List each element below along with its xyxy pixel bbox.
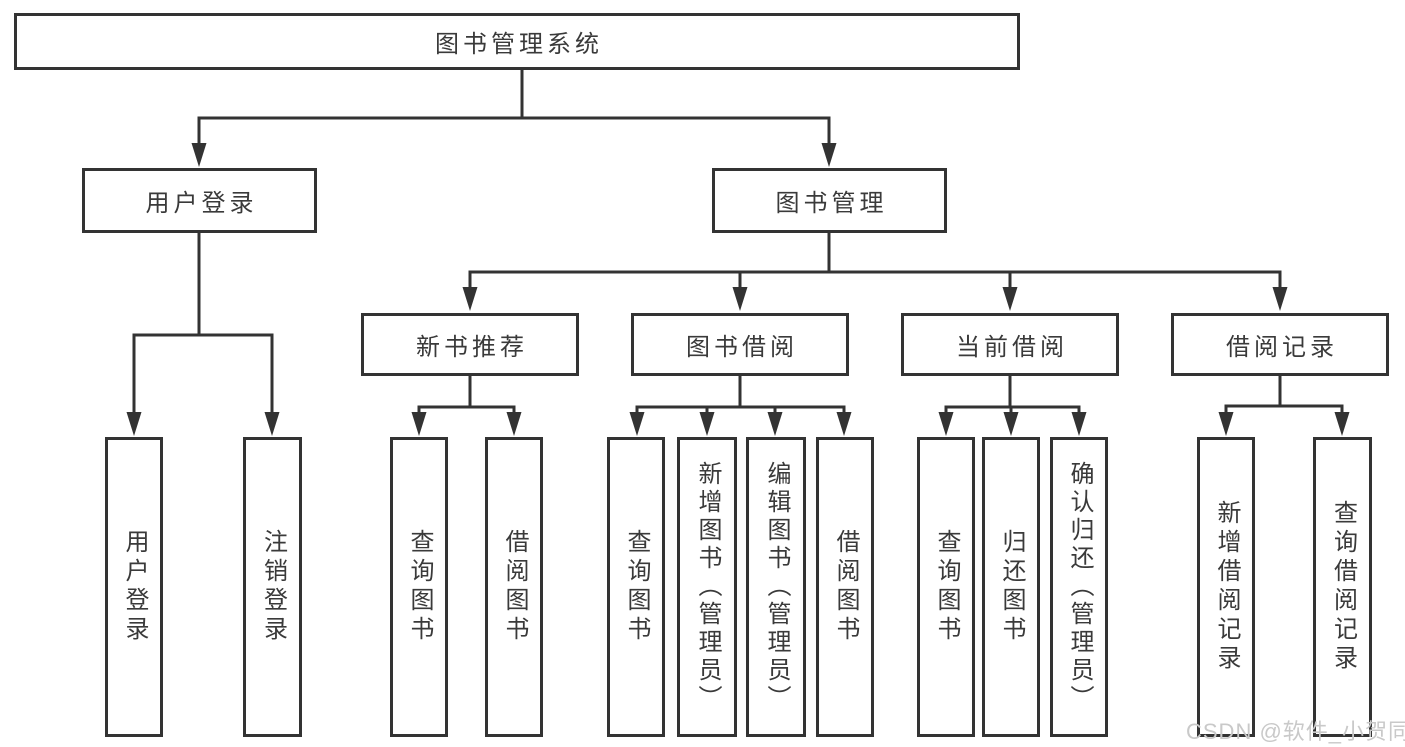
arrowhead-icon <box>506 412 522 436</box>
leaf-borrow-query-book-label: 查询图书 <box>623 529 650 645</box>
arrowhead-icon <box>836 412 852 436</box>
arrowhead-icon <box>264 412 280 436</box>
arrowhead-icon <box>191 143 207 167</box>
arrowhead-icon <box>629 412 645 436</box>
arrowhead-icon <box>699 412 715 436</box>
node-current-borrow-label: 当前借阅 <box>956 334 1068 361</box>
leaf-user-login-label: 用户登录 <box>121 529 148 645</box>
arrowhead-icon <box>1002 287 1018 311</box>
node-book-management-label: 图书管理 <box>775 190 888 217</box>
leaf-edit-book-admin-label: 编辑图书（管理员） <box>763 461 790 713</box>
node-borrow-record-label: 借阅记录 <box>1226 334 1338 361</box>
connector-lines <box>132 68 1344 418</box>
leaf-current-query-book-label: 查询图书 <box>933 529 960 645</box>
leaf-recommend-query-book-label: 查询图书 <box>406 529 433 645</box>
leaf-current-query-book: 查询图书 <box>917 437 975 737</box>
node-new-book-recommend-label: 新书推荐 <box>416 334 528 361</box>
arrowhead-icon <box>732 287 748 311</box>
leaf-logout-label: 注销登录 <box>259 529 287 645</box>
node-book-borrow: 图书借阅 <box>631 313 849 376</box>
leaf-user-login: 用户登录 <box>105 437 163 737</box>
node-book-management: 图书管理 <box>712 168 947 233</box>
leaf-borrow-borrow-book-label: 借阅图书 <box>832 529 859 645</box>
leaf-borrow-query-book: 查询图书 <box>607 437 665 737</box>
leaf-add-book-admin: 新增图书（管理员） <box>677 437 737 737</box>
arrowhead-icon <box>1071 412 1087 436</box>
node-new-book-recommend: 新书推荐 <box>361 313 579 376</box>
leaf-logout: 注销登录 <box>243 437 302 737</box>
leaf-borrow-borrow-book: 借阅图书 <box>816 437 874 737</box>
arrowhead-icon <box>1218 412 1234 436</box>
node-root: 图书管理系统 <box>14 13 1020 70</box>
arrowhead-icon <box>126 412 142 436</box>
arrowhead-icon <box>1003 412 1019 436</box>
leaf-add-borrow-record: 新增借阅记录 <box>1197 437 1255 737</box>
arrowhead-icon <box>1272 287 1288 311</box>
leaf-add-book-admin-label: 新增图书（管理员） <box>694 461 721 713</box>
arrowhead-icon <box>462 287 478 311</box>
node-user-login: 用户登录 <box>82 168 317 233</box>
watermark: CSDN @软件_小贺同学 <box>1186 719 1405 744</box>
leaf-confirm-return-admin: 确认归还（管理员） <box>1050 437 1108 737</box>
node-user-login-label: 用户登录 <box>145 190 258 217</box>
arrowhead-icon <box>1334 412 1350 436</box>
leaf-recommend-borrow-book-label: 借阅图书 <box>501 529 528 645</box>
arrowhead-icon <box>821 143 837 167</box>
arrowheads <box>126 143 1350 436</box>
leaf-recommend-borrow-book: 借阅图书 <box>485 437 543 737</box>
leaf-edit-book-admin: 编辑图书（管理员） <box>746 437 806 737</box>
leaf-query-borrow-record-label: 查询借阅记录 <box>1329 500 1357 674</box>
node-book-borrow-label: 图书借阅 <box>686 334 798 361</box>
node-root-label: 图书管理系统 <box>435 31 603 58</box>
leaf-recommend-query-book: 查询图书 <box>390 437 448 737</box>
leaf-query-borrow-record: 查询借阅记录 <box>1313 437 1372 737</box>
arrowhead-icon <box>938 412 954 436</box>
leaf-return-book: 归还图书 <box>982 437 1040 737</box>
arrowhead-icon <box>767 412 783 436</box>
node-borrow-record: 借阅记录 <box>1171 313 1389 376</box>
leaf-return-book-label: 归还图书 <box>998 529 1025 645</box>
leaf-confirm-return-admin-label: 确认归还（管理员） <box>1066 461 1093 713</box>
leaf-add-borrow-record-label: 新增借阅记录 <box>1213 500 1240 674</box>
arrowhead-icon <box>411 412 427 436</box>
node-current-borrow: 当前借阅 <box>901 313 1119 376</box>
